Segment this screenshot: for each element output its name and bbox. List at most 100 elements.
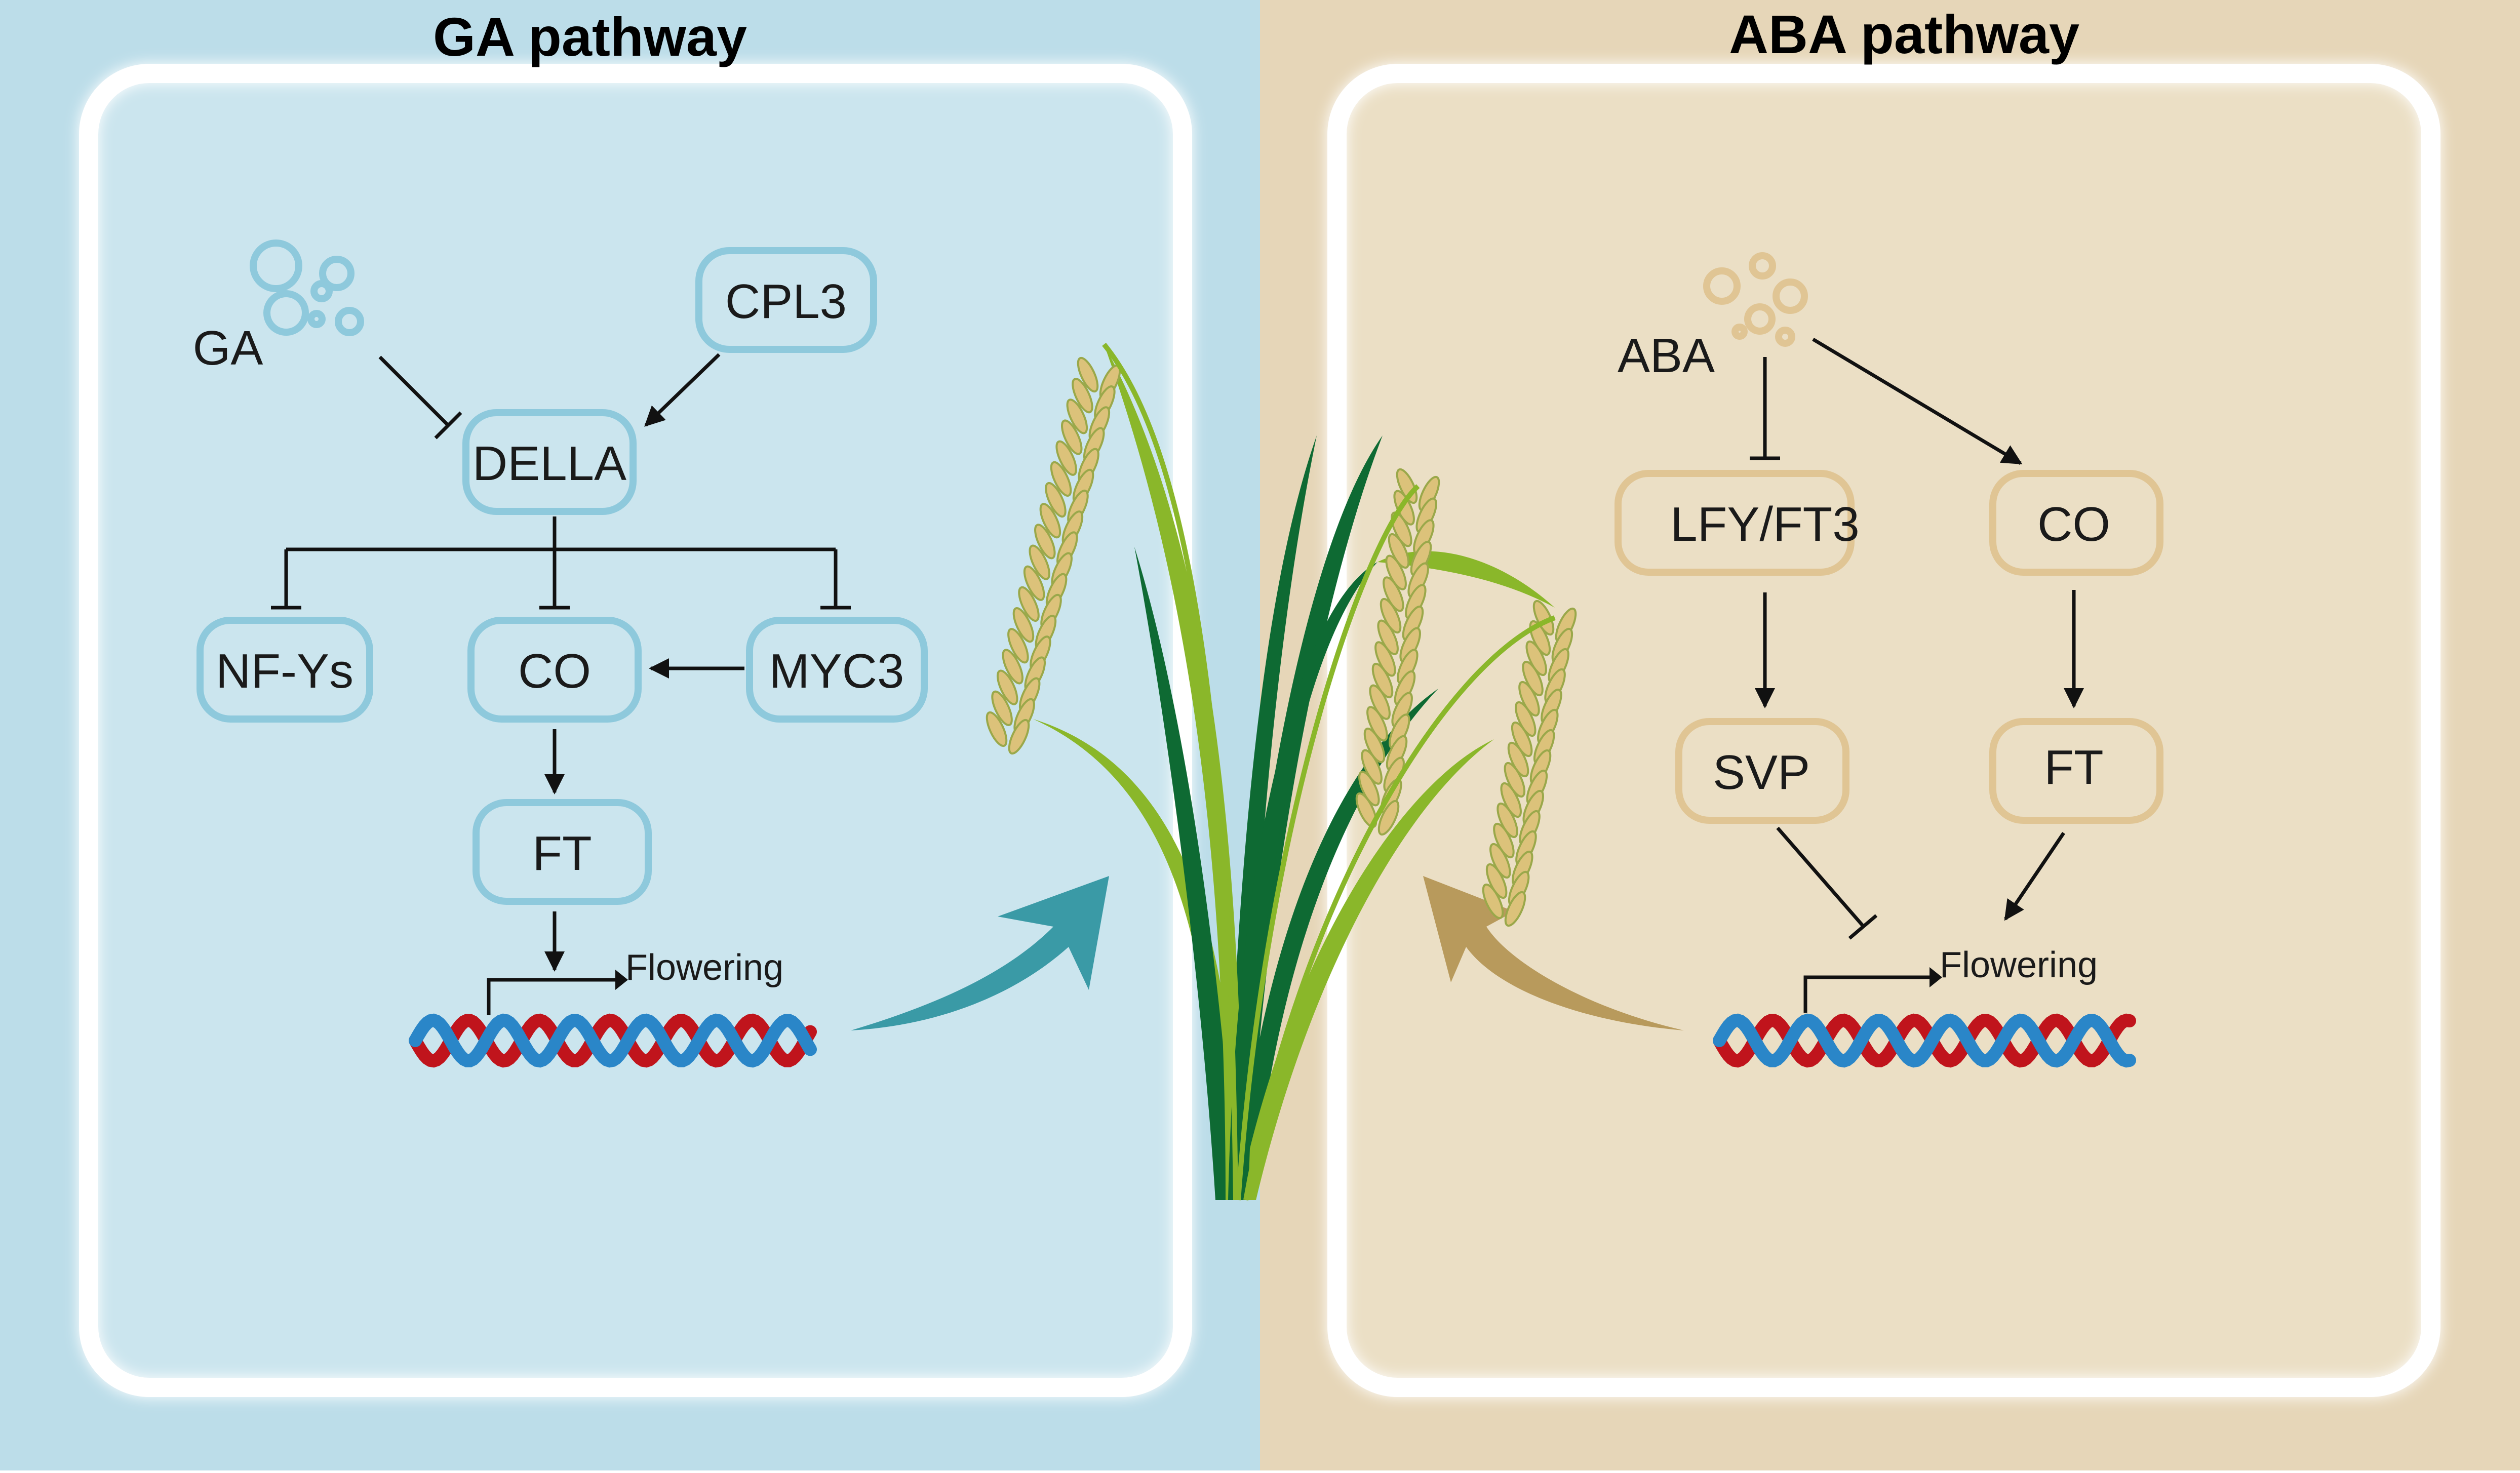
aba-panel-title: ABA pathway [1729,4,2079,65]
ga-flowering-label: Flowering [625,947,783,988]
label-myc3: MYC3 [769,644,904,698]
label-lfy-ft3: LFY/FT3 [1670,497,1859,551]
label-cpl3: CPL3 [725,274,847,329]
label-della: DELLA [473,436,626,491]
ga-hormone-label: GA [193,321,263,375]
rice-grain [1515,701,1537,737]
rice-grain [1504,891,1526,927]
rice-grain [1366,706,1388,742]
aba-transcription-arrow [1803,975,1930,1013]
rice-grain [1377,619,1399,655]
edge-aba-co [1812,337,2023,465]
aba-hormone-label: ABA [1618,329,1715,383]
rice-grain [1385,554,1407,590]
rice-grain [1383,576,1404,612]
dna-strand [1713,1013,2136,1068]
rice-grain [1380,598,1402,634]
edge-ga-della-bar [434,411,462,440]
panicle-stem [1243,615,1556,1201]
rice-grain [1500,782,1522,818]
label-nf-ys: NF-Ys [216,644,353,698]
rice-grain [1077,356,1099,393]
rice-grain [1023,565,1045,601]
rice-grain [1511,721,1533,758]
aba-edges [1750,337,2084,1013]
node-myc3 [746,617,928,723]
ga-hormone-bubbles [250,240,364,336]
panicle-stem [1102,342,1238,1201]
rice-grain [1045,482,1067,518]
rice-grain [1012,607,1035,643]
node-della [462,409,637,515]
label-ft-aba: FT [2044,740,2103,794]
ga-dna-helix [409,1013,817,1068]
node-co-ga [467,617,642,723]
rice-grain [1018,586,1040,622]
panicle-stem [1236,484,1420,1201]
aba-dna-helix [1713,1013,2136,1068]
ga-cell-frame [79,64,1192,1397]
rice-grain [1391,511,1412,547]
rice-grain [1039,503,1061,539]
aba-hormone-bubbles [1703,252,1808,347]
label-svp: SVP [1713,745,1810,800]
node-svp [1675,718,1849,824]
ga-transcription-arrow [487,978,615,1015]
rice-grain [1493,822,1515,859]
rice-grain [1489,843,1511,879]
rice-grain [1361,749,1383,785]
rice-grain [1532,600,1555,636]
rice-grain [1029,544,1050,580]
rice-grain [1002,649,1024,685]
edge-cpl3-della [644,353,721,427]
node-nf-ys [196,617,373,723]
edge-svp-flowering [1776,826,1865,928]
aba-to-plant-arrow [1423,876,1684,1030]
rice-plant [986,342,1577,1201]
rice-grain [1525,640,1547,676]
node-ft-ga [473,799,652,905]
node-lfy-ft3 [1615,470,1855,576]
label-co-aba: CO [2037,497,2110,551]
rice-grain [991,690,1013,726]
leaf [1238,739,1494,1200]
aba-cell-frame [1327,64,2440,1397]
rice-grain [1363,727,1386,764]
dna-strand [409,1013,817,1068]
rice-grain [1485,863,1508,899]
rice-grain [1371,662,1394,699]
rice-grain [1055,440,1077,476]
rice-grain [1522,660,1544,697]
node-co-aba [1989,470,2163,576]
rice-grain [1008,719,1030,755]
rice-grain [1518,681,1540,717]
aba-flowering-label: Flowering [1940,945,2098,985]
rice-grain [1369,684,1391,720]
label-ft-ga: FT [532,826,592,881]
rice-grain [1374,641,1396,677]
rice-grain [1007,628,1029,664]
rice-grain [1482,883,1504,920]
ga-edges [271,353,851,1015]
rice-grain [996,669,1018,705]
ga-panel-title: GA pathway [433,6,747,67]
rice-grain [1504,762,1526,798]
node-ft-aba [1989,718,2163,824]
rice-grain [1497,802,1518,839]
label-co-ga: CO [518,644,591,698]
rice-grain [1034,524,1056,560]
rice-grain [1377,800,1400,836]
rice-grain [1358,771,1380,807]
aba-cell-fill [1337,73,2431,1387]
dna-strand [409,1013,817,1068]
ga-to-plant-arrow [851,876,1109,1030]
edge-svp-flowering-bar [1848,914,1878,940]
rice-grain [1072,378,1093,414]
leaf [1134,547,1236,1200]
rice-grain [1066,399,1088,434]
rice-grain [1507,741,1529,778]
node-cpl3 [695,247,877,353]
ga-cell-fill [89,73,1183,1387]
